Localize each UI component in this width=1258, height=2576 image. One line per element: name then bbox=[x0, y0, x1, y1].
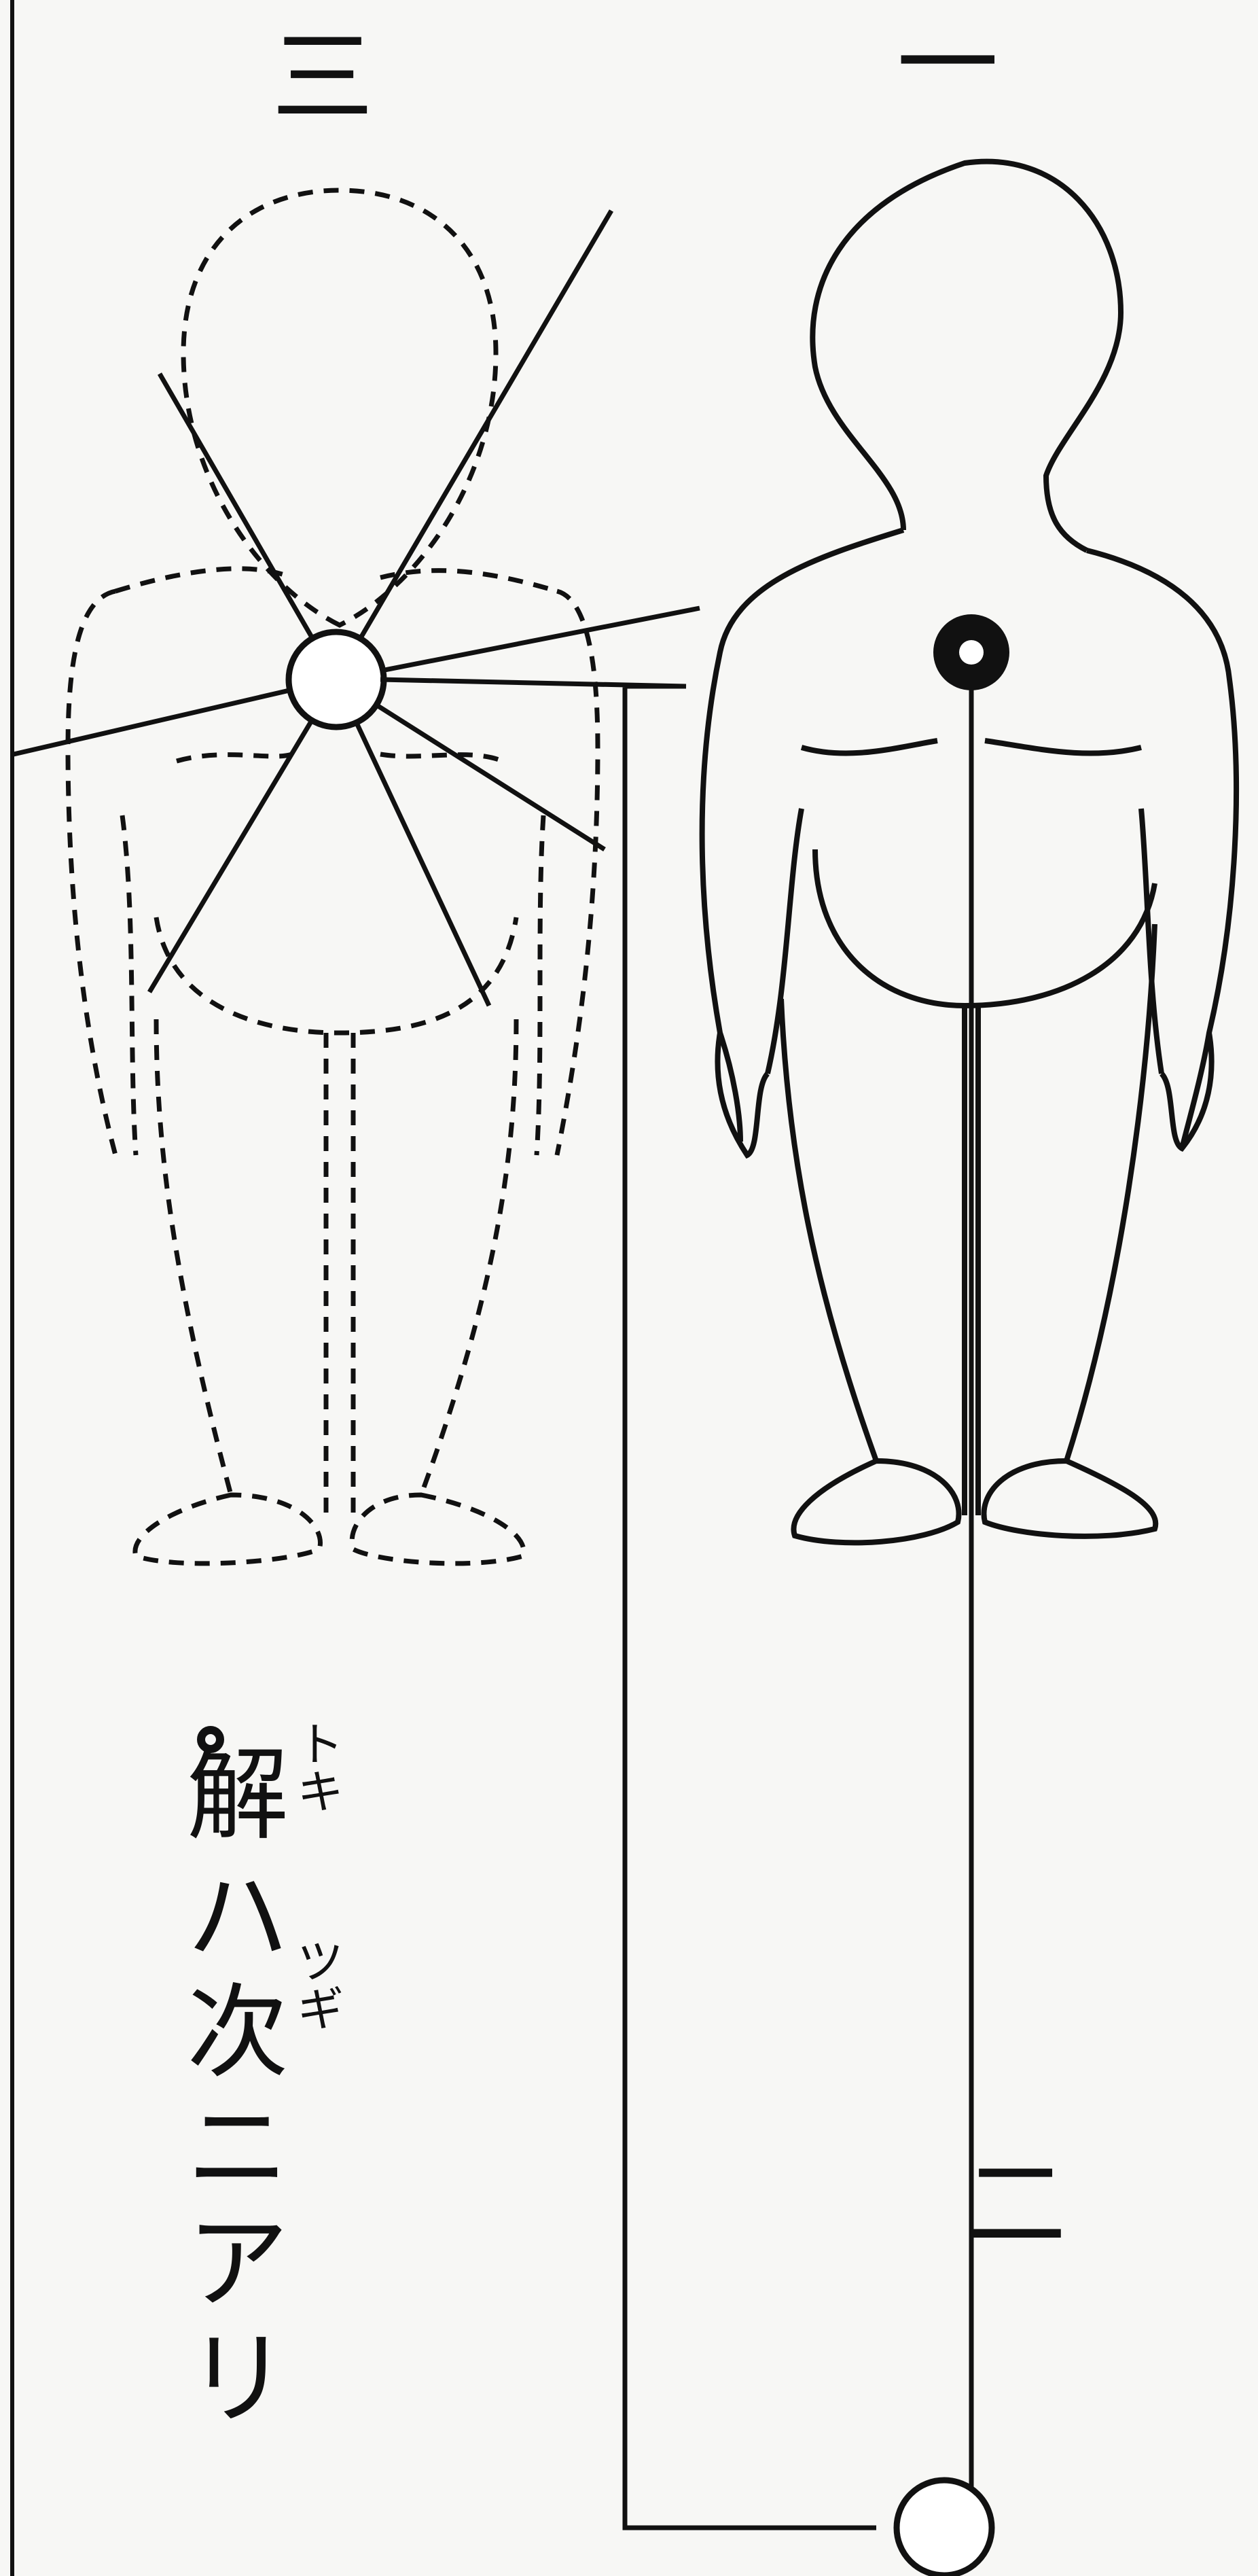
solid-belly bbox=[815, 849, 1155, 1006]
solid-legs bbox=[781, 924, 1155, 1515]
figure-label-1: 一 bbox=[897, 14, 999, 116]
dashed-figure bbox=[68, 190, 598, 1564]
caption-ruby: ツギ bbox=[292, 1937, 341, 2032]
dashed-feet bbox=[135, 1495, 321, 1564]
dashed-legs bbox=[156, 1019, 516, 1495]
center-point-circle bbox=[289, 632, 384, 727]
figure-label-2: 二 bbox=[965, 2154, 1066, 2256]
radiating-lines bbox=[14, 211, 700, 1006]
caption: 解 トキ ハ 次 ツギ ニ ア リ bbox=[136, 1712, 340, 2412]
dashed-belly bbox=[156, 917, 516, 1033]
figure-label-3: 三 bbox=[272, 27, 374, 129]
caption-ruby: トキ bbox=[292, 1719, 341, 1814]
connector-lines bbox=[380, 680, 971, 2528]
caption-char: リ bbox=[136, 2297, 340, 2444]
dashed-head bbox=[183, 190, 496, 625]
bottom-circle bbox=[897, 2480, 992, 2575]
solid-feet bbox=[794, 1461, 959, 1542]
solid-head bbox=[812, 162, 1121, 550]
